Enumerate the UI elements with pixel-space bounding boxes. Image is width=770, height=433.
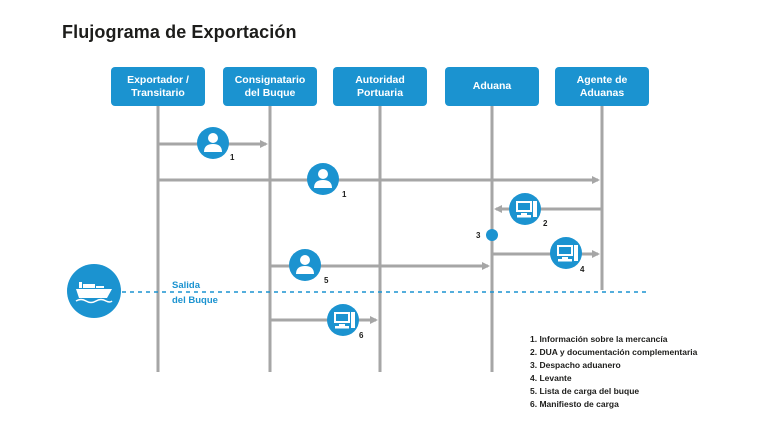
computer-icon — [550, 237, 582, 269]
person-icon — [289, 249, 321, 281]
step-3-dot — [486, 229, 498, 241]
computer-icon — [509, 193, 541, 225]
step-number: 3 — [476, 231, 481, 240]
legend: 1. Información sobre la mercancía 2. DUA… — [530, 333, 697, 411]
step-number: 2 — [543, 219, 548, 228]
legend-item: 3. Despacho aduanero — [530, 360, 621, 370]
step-number: 6 — [359, 331, 364, 340]
step-number: 5 — [324, 276, 329, 285]
step-number: 1 — [230, 153, 235, 162]
step-number: 1 — [342, 190, 347, 199]
actor-agente-aduanas: Agente de Aduanas — [555, 67, 649, 106]
ship-icon — [67, 264, 121, 318]
actor-consignatario-buque: Consignatario del Buque — [223, 67, 317, 106]
actor-aduana: Aduana — [445, 67, 539, 106]
legend-item: 6. Manifiesto de carga — [530, 399, 619, 409]
actor-exportador-transitario: Exportador / Transitario — [111, 67, 205, 106]
person-icon — [197, 127, 229, 159]
ship-departure-label: Salida del Buque — [172, 280, 218, 306]
person-icon — [307, 163, 339, 195]
computer-icon — [327, 304, 359, 336]
step-number: 4 — [580, 265, 585, 274]
legend-item: 5. Lista de carga del buque — [530, 386, 640, 396]
legend-item: 1. Información sobre la mercancía — [530, 334, 668, 344]
actor-autoridad-portuaria: Autoridad Portuaria — [333, 67, 427, 106]
page-title: Flujograma de Exportación — [62, 22, 297, 42]
legend-item: 2. DUA y documentación complementaria — [530, 347, 698, 357]
legend-item: 4. Levante — [530, 373, 572, 383]
